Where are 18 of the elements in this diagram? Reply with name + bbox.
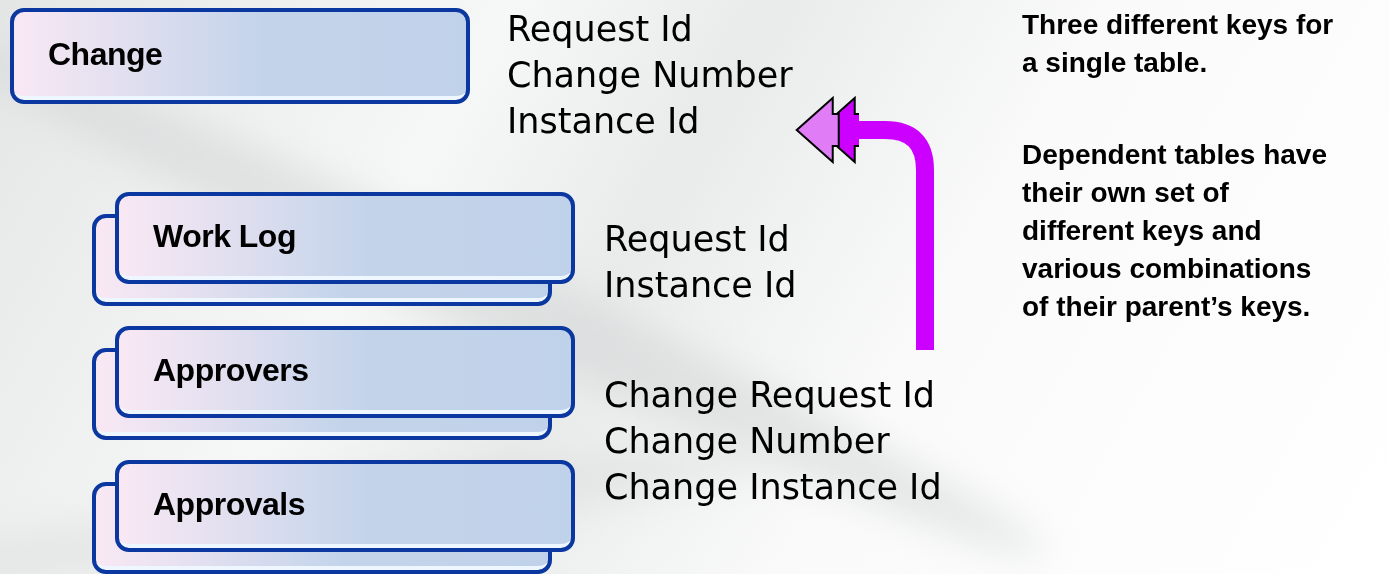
note-text: Three different keys for a single table. [1022, 8, 1335, 80]
key-field-text: Instance Id [507, 100, 701, 143]
key-field-text: Request Id [604, 218, 790, 261]
table-name: Approvals [153, 486, 305, 523]
table-name: Approvers [153, 352, 309, 389]
table-box [115, 326, 575, 418]
key-field-text: Change Number [604, 420, 890, 463]
table-name: Change [48, 36, 163, 73]
key-field-text: Change Request Id [604, 374, 935, 417]
table-name: Work Log [153, 218, 296, 255]
key-field-text: Change Instance Id [604, 466, 942, 509]
key-field-text: Change Number [507, 54, 793, 97]
table-box [115, 192, 575, 284]
key-field-text: Request Id [507, 8, 694, 51]
table-box [10, 8, 470, 104]
note-text: Dependent tables have their own set of different keys and various combinations of their parent’s keys. [1022, 138, 1328, 324]
key-field-text: Instance Id [604, 264, 797, 307]
table-box [115, 460, 575, 552]
